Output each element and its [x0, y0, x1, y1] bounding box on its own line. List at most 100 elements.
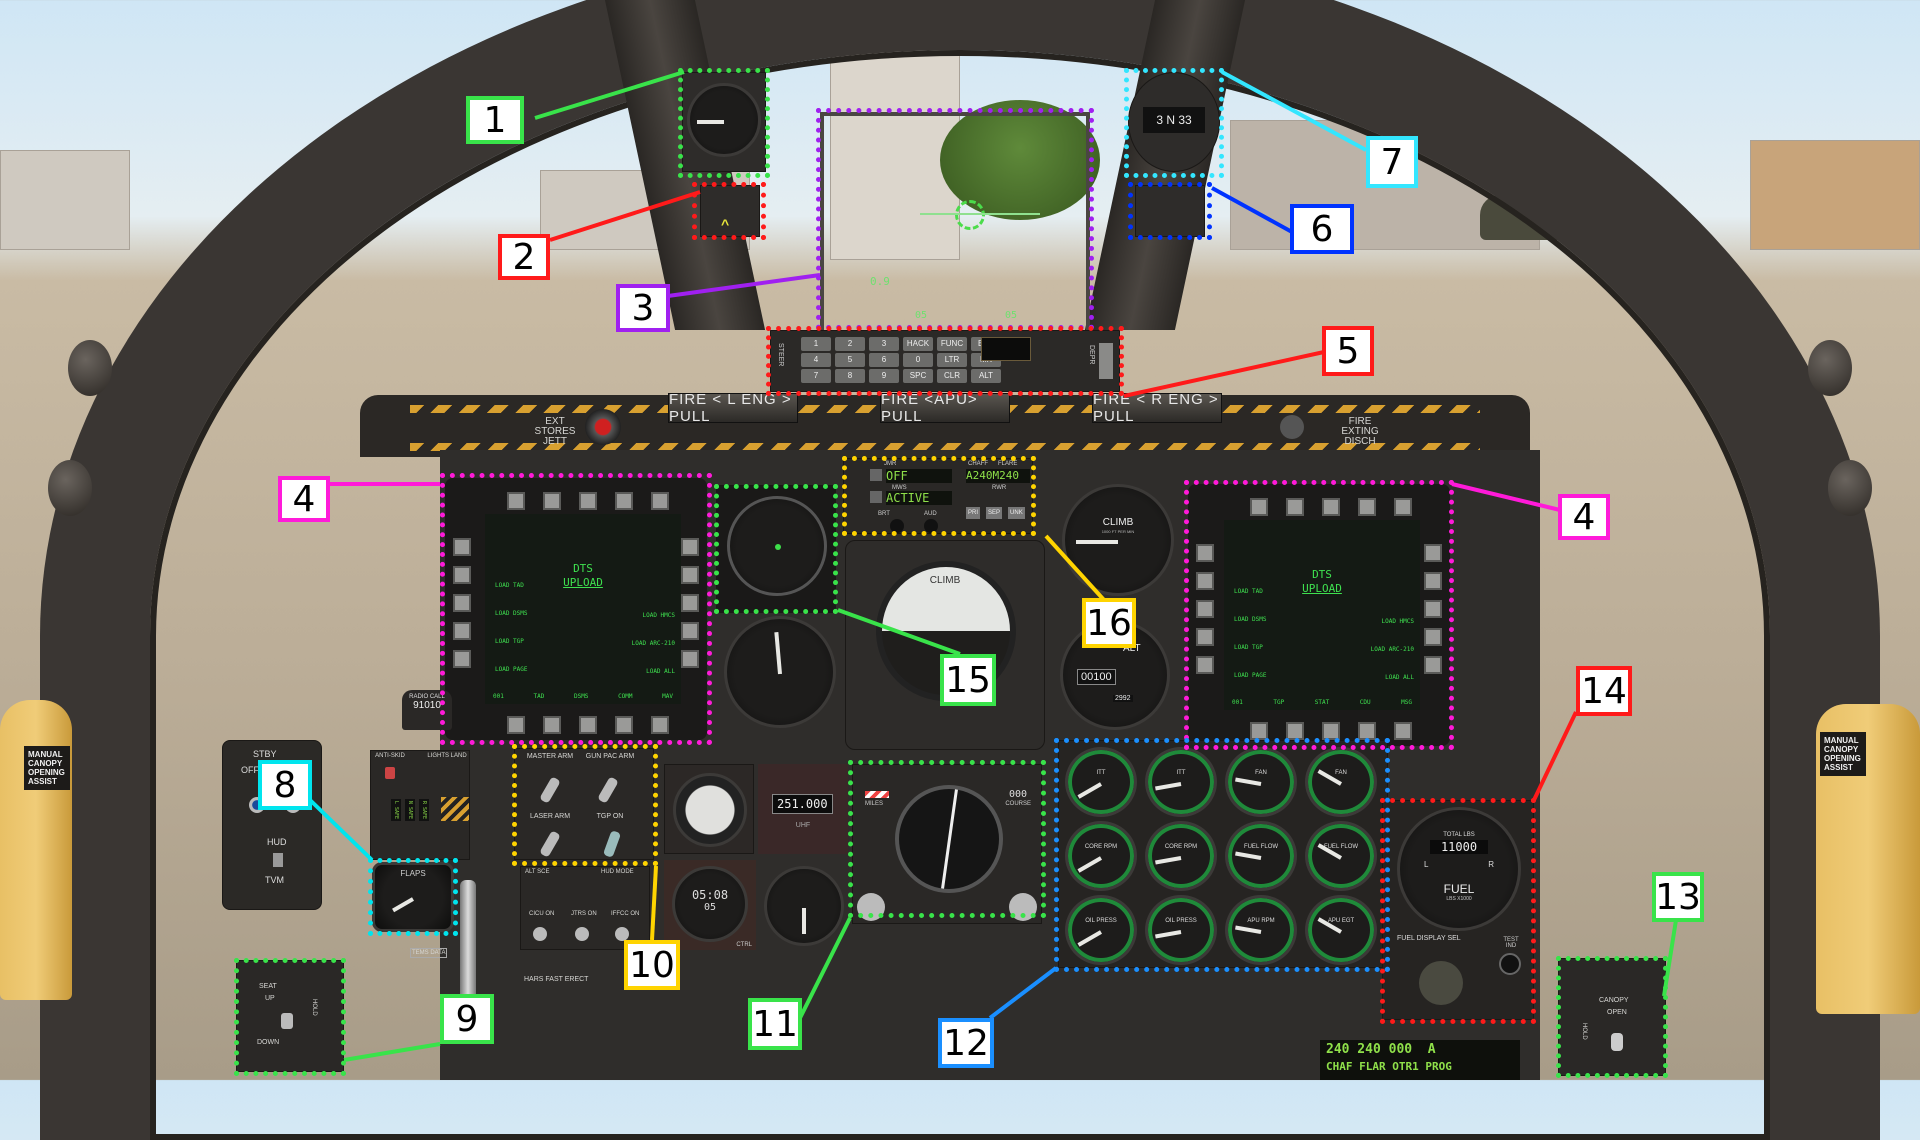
jmr-button[interactable]: [870, 469, 882, 481]
hud-tvm-switch[interactable]: [273, 853, 283, 867]
radio-call-value: 91010: [413, 700, 441, 711]
cmsc-aud-knob[interactable]: [924, 519, 938, 533]
osb-button[interactable]: [507, 716, 525, 734]
osb-button[interactable]: [1196, 628, 1214, 646]
ufc-key[interactable]: HACK: [903, 337, 933, 351]
cicu-label: CICU ON: [529, 911, 555, 917]
osb-button[interactable]: [1394, 722, 1412, 740]
seat-up-label: UP: [265, 995, 275, 1002]
ufc-key[interactable]: 5: [835, 353, 865, 367]
ufc-key[interactable]: 6: [869, 353, 899, 367]
ufc-key[interactable]: FUNC: [937, 337, 967, 351]
osb-button[interactable]: [681, 594, 699, 612]
seat-label: SEAT: [259, 983, 277, 990]
ufc-key[interactable]: 1: [801, 337, 831, 351]
osb-button[interactable]: [615, 492, 633, 510]
ufc-key[interactable]: LTR: [937, 353, 967, 367]
osb-button[interactable]: [681, 538, 699, 556]
osb-button[interactable]: [681, 622, 699, 640]
osb-button[interactable]: [453, 594, 471, 612]
osb-button[interactable]: [543, 492, 561, 510]
hars-fast-erect-label: HARS FAST ERECT: [524, 976, 589, 983]
osb-button[interactable]: [1196, 656, 1214, 674]
callout-label-6: 6: [1290, 204, 1354, 254]
osb-button[interactable]: [681, 566, 699, 584]
engine-gauge: CORE RPM: [1145, 821, 1217, 891]
ufc-key[interactable]: 2: [835, 337, 865, 351]
cms-line-2: CHAF FLAR OTR1 PROG: [1326, 1060, 1452, 1073]
downlock-override-button[interactable]: [441, 797, 469, 821]
osb-button[interactable]: [507, 492, 525, 510]
osb-button[interactable]: [453, 650, 471, 668]
osb-button[interactable]: [1358, 498, 1376, 516]
osb-button[interactable]: [1196, 544, 1214, 562]
canopy-toggle[interactable]: [1611, 1033, 1623, 1051]
ufc-key[interactable]: 9: [869, 369, 899, 383]
clock: 05:08 05 CTRL: [664, 860, 756, 950]
iffcc-switch[interactable]: [615, 927, 629, 941]
osb-button[interactable]: [651, 492, 669, 510]
mfcd-right-right-osbs: [1424, 544, 1442, 674]
osb-button[interactable]: [453, 566, 471, 584]
fire-handle-left-engine[interactable]: FIRE < L ENG > PULL: [668, 391, 798, 425]
mfcd-right: DTS UPLOAD LOAD TAD LOAD DSMS LOAD TGP L…: [1188, 484, 1450, 746]
osb-button[interactable]: [1196, 600, 1214, 618]
cmsc-brt-knob[interactable]: [890, 519, 904, 533]
fuel-test-button[interactable]: [1499, 953, 1521, 975]
fire-handle-apu[interactable]: FIRE <APU> PULL: [880, 391, 1010, 425]
fire-handle-right-engine[interactable]: FIRE < R ENG > PULL: [1092, 391, 1222, 425]
altimeter-baro-setting[interactable]: 2992: [1113, 695, 1133, 702]
osb-button[interactable]: [543, 716, 561, 734]
osb-button[interactable]: [1424, 656, 1442, 674]
osb-button[interactable]: [1250, 498, 1268, 516]
osb-button[interactable]: [1286, 498, 1304, 516]
osb-button[interactable]: [453, 622, 471, 640]
cmsc-aud-label: AUD: [924, 511, 937, 517]
rwr-unk-button[interactable]: UNK: [1008, 507, 1025, 519]
fuel-total-label: TOTAL LBS: [1443, 832, 1475, 838]
rwr-pri-button[interactable]: PRI: [966, 507, 981, 519]
cicu-switch[interactable]: [533, 927, 547, 941]
osb-button[interactable]: [579, 492, 597, 510]
jmr-label: JMR: [884, 461, 897, 467]
osb-button[interactable]: [1394, 498, 1412, 516]
engine-gauge: FAN: [1305, 747, 1377, 817]
osb-button[interactable]: [453, 538, 471, 556]
anti-skid-switch[interactable]: [385, 767, 395, 779]
mws-button[interactable]: [870, 491, 882, 503]
osb-button[interactable]: [651, 716, 669, 734]
ufc-key[interactable]: 7: [801, 369, 831, 383]
ufc-key[interactable]: 4: [801, 353, 831, 367]
canopy-assist-decal: MANUAL CANOPY OPENING ASSIST: [24, 746, 70, 790]
osb-button[interactable]: [615, 716, 633, 734]
ufc-key[interactable]: 3: [869, 337, 899, 351]
jtrs-switch[interactable]: [575, 927, 589, 941]
ufc-key[interactable]: CLR: [937, 369, 967, 383]
osb-button[interactable]: [1424, 544, 1442, 562]
ufc-key[interactable]: ALT: [971, 369, 1001, 383]
rwr-sep-button[interactable]: SEP: [986, 507, 1003, 519]
fire-exting-switch[interactable]: [1280, 415, 1304, 439]
osb-button[interactable]: [1322, 498, 1340, 516]
callout-label-4-left: 4: [278, 476, 330, 522]
osb-button[interactable]: [579, 716, 597, 734]
master-arm-label: MASTER ARM: [526, 753, 574, 760]
hsi-course-label: COURSE: [1005, 801, 1031, 807]
seat-toggle[interactable]: [281, 1013, 293, 1029]
osb-button[interactable]: [1424, 628, 1442, 646]
osb-button[interactable]: [681, 650, 699, 668]
ext-stores-jett-button[interactable]: [585, 409, 621, 445]
ufc-key[interactable]: 8: [835, 369, 865, 383]
canopy-assist-decal: MANUAL CANOPY OPENING ASSIST: [1820, 732, 1866, 776]
ufc-key[interactable]: 0: [903, 353, 933, 367]
fuel-display-selector-knob[interactable]: [1419, 961, 1463, 1005]
gear-safe-light-nose: N SAFE: [405, 799, 415, 822]
ufc-key[interactable]: SPC: [903, 369, 933, 383]
osb-button[interactable]: [1196, 572, 1214, 590]
osb-button[interactable]: [1424, 572, 1442, 590]
landing-gear-handle[interactable]: [460, 880, 476, 1000]
cmsc-brt-label: BRT: [878, 511, 890, 517]
osb-button[interactable]: [1424, 600, 1442, 618]
ufc-depr-rocker[interactable]: [1099, 343, 1113, 379]
